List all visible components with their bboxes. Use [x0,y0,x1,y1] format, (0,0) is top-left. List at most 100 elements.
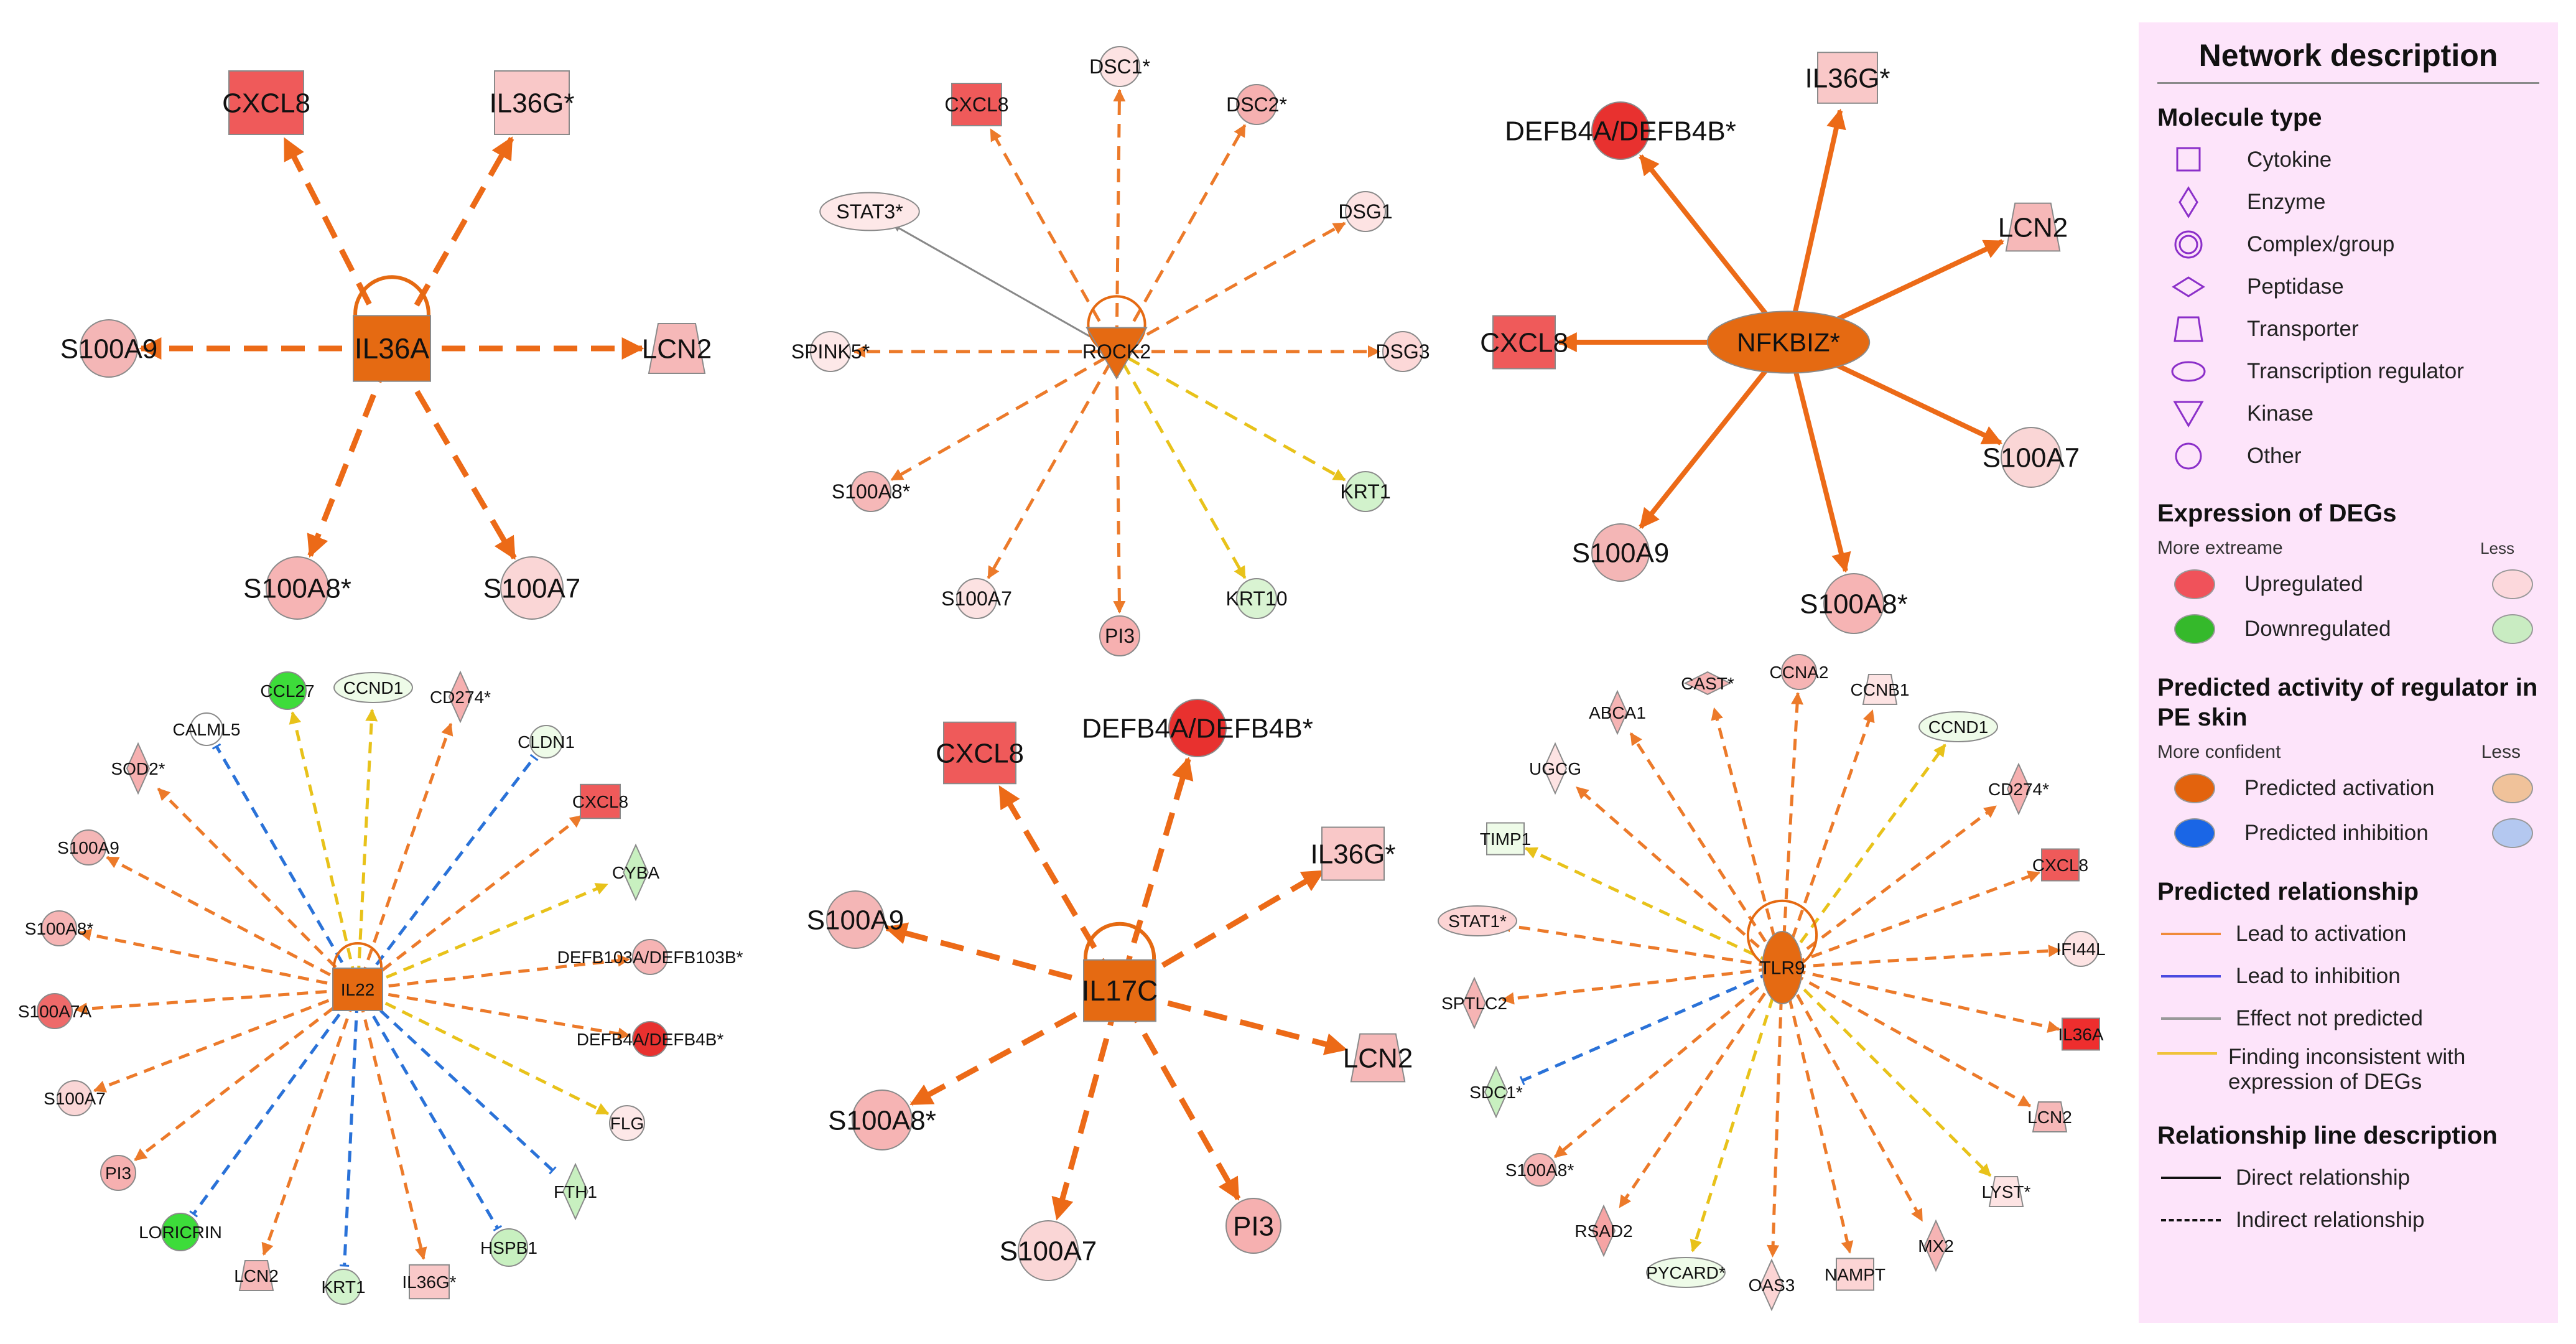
hub-node-nfkbiz-[interactable]: NFKBIZ* [1706,310,1871,374]
edge-tlr9-mx2 [1787,978,1923,1222]
node-label: SPTLC2 [1441,994,1507,1013]
node-lcn2[interactable]: LCN2 [642,323,712,374]
node-s100a8-[interactable]: S100A8* [25,910,94,946]
edge-il22-loricrin [189,998,352,1218]
node-abca1[interactable]: ABCA1 [1589,689,1646,735]
node-label: CXCL8 [944,93,1008,116]
node-dsc2-[interactable]: DSC2* [1226,84,1287,125]
node-s100a8-[interactable]: S100A8* [243,556,351,620]
node-sdc1-[interactable]: SDC1* [1469,1065,1523,1119]
node-s100a7[interactable]: S100A7 [941,578,1012,619]
node-shape [1543,742,1568,795]
edge-il22-s100a7a [74,988,346,1015]
node-shape [562,1162,588,1221]
hub-node-il36a[interactable]: IL36A [353,315,431,382]
node-cxcl8[interactable]: CXCL8 [222,70,310,135]
node-flg[interactable]: FLG [609,1105,645,1141]
node-cxcl8[interactable]: CXCL8 [944,83,1009,126]
node-lcn2[interactable]: LCN2 [1343,1033,1413,1083]
node-ccnd1[interactable]: CCND1 [1918,711,1998,742]
node-shape [2032,1101,2068,1132]
node-s100a7a[interactable]: S100A7A [18,993,92,1029]
node-ccnb1[interactable]: CCNB1 [1851,674,1910,705]
node-label: IFI44L [2056,940,2105,959]
line-description-row: Indirect relationship [2157,1199,2539,1241]
node-calml5[interactable]: CALML5 [173,712,241,746]
node-cxcl8[interactable]: CXCL8 [1480,315,1568,370]
node-label: DSG1 [1338,200,1392,223]
node-sptlc2[interactable]: SPTLC2 [1441,976,1507,1030]
node-label: CCNA2 [1770,663,1829,682]
node-s100a9[interactable]: S100A9 [60,319,158,378]
node-cyba[interactable]: CYBA [612,843,660,902]
node-lyst-[interactable]: LYST* [1982,1176,2031,1207]
node-nampt[interactable]: NAMPT [1825,1258,1886,1291]
node-loricrin[interactable]: LORICRIN [139,1213,222,1251]
node-lcn2[interactable]: LCN2 [2027,1101,2072,1132]
node-sod2-[interactable]: SOD2* [111,742,165,795]
node-il36g-[interactable]: IL36G* [402,1264,457,1300]
node-dsg1[interactable]: DSG1 [1338,191,1393,232]
node-spink5-[interactable]: SPINK5* [791,331,870,372]
node-s100a7[interactable]: S100A7 [1000,1220,1097,1281]
node-stat1-[interactable]: STAT1* [1438,905,1517,936]
kinase-icon [2157,395,2220,432]
node-defb103a-defb103b-[interactable]: DEFB103A/DEFB103B* [557,939,743,975]
node-cd274-[interactable]: CD274* [430,670,491,724]
node-stat3-[interactable]: STAT3* [819,192,920,231]
node-cast-[interactable]: CAST* [1681,671,1734,696]
hub-node-tlr9[interactable]: TLR9 [1759,931,1805,1004]
node-il36g-[interactable]: IL36G* [1311,826,1396,881]
node-s100a9[interactable]: S100A9 [807,890,904,949]
node-il36g-[interactable]: IL36G* [490,70,575,135]
node-pi3[interactable]: PI3 [1225,1198,1281,1254]
node-ccna2[interactable]: CCNA2 [1770,654,1829,690]
node-s100a9[interactable]: S100A9 [1572,523,1670,582]
node-krt10[interactable]: KRT10 [1225,578,1288,619]
hub-node-rock2[interactable]: ROCK2 [1082,327,1151,380]
node-lcn2[interactable]: LCN2 [1998,202,2068,252]
node-s100a7[interactable]: S100A7 [483,556,581,620]
node-s100a9[interactable]: S100A9 [57,829,119,866]
node-s100a7[interactable]: S100A7 [1983,427,2080,488]
node-s100a7[interactable]: S100A7 [44,1080,106,1116]
hub-node-il22[interactable]: IL22 [332,968,383,1011]
node-cldn1[interactable]: CLDN1 [518,725,575,758]
node-defb4a-defb4b-[interactable]: DEFB4A/DEFB4B* [1082,699,1313,757]
node-cxcl8[interactable]: CXCL8 [2032,848,2088,882]
node-ugcg[interactable]: UGCG [1529,742,1581,795]
node-il36a[interactable]: IL36A [2058,1017,2104,1051]
node-krt1[interactable]: KRT1 [1340,471,1391,512]
node-lcn2[interactable]: LCN2 [234,1260,279,1291]
node-defb4a-defb4b-[interactable]: DEFB4A/DEFB4B* [1505,101,1736,160]
node-hspb1[interactable]: HSPB1 [480,1228,537,1267]
node-shape [1225,1198,1281,1254]
node-krt1[interactable]: KRT1 [321,1269,366,1305]
node-s100a8-[interactable]: S100A8* [832,471,910,512]
node-dsg3[interactable]: DSG3 [1375,331,1430,372]
node-cd274-[interactable]: CD274* [1988,762,2049,816]
node-fth1[interactable]: FTH1 [554,1162,597,1221]
node-timp1[interactable]: TIMP1 [1480,822,1531,856]
node-s100a8-[interactable]: S100A8* [828,1090,936,1150]
node-ifi44l[interactable]: IFI44L [2056,931,2106,967]
edge-il36a-il36g- [395,136,514,339]
node-rsad2[interactable]: RSAD2 [1574,1204,1633,1258]
edge-il22-lcn2 [261,1001,355,1256]
node-pi3[interactable]: PI3 [1099,615,1140,656]
node-cxcl8[interactable]: CXCL8 [936,721,1024,785]
node-s100a8-[interactable]: S100A8* [1505,1153,1574,1187]
node-cxcl8[interactable]: CXCL8 [572,783,628,819]
node-il36g-[interactable]: IL36G* [1805,52,1890,104]
node-defb4a-defb4b-[interactable]: DEFB4A/DEFB4B* [577,1021,724,1057]
node-ccnd1[interactable]: CCND1 [333,672,413,703]
node-dsc1-[interactable]: DSC1* [1089,46,1150,87]
node-ccl27[interactable]: CCL27 [260,671,315,710]
node-pycard-[interactable]: PYCARD* [1646,1257,1726,1288]
node-pi3[interactable]: PI3 [100,1155,136,1191]
node-mx2[interactable]: MX2 [1918,1219,1954,1272]
node-oas3[interactable]: OAS3 [1749,1258,1795,1312]
node-s100a8-[interactable]: S100A8* [1800,573,1908,634]
hub-node-il17c[interactable]: IL17C [1082,959,1158,1022]
